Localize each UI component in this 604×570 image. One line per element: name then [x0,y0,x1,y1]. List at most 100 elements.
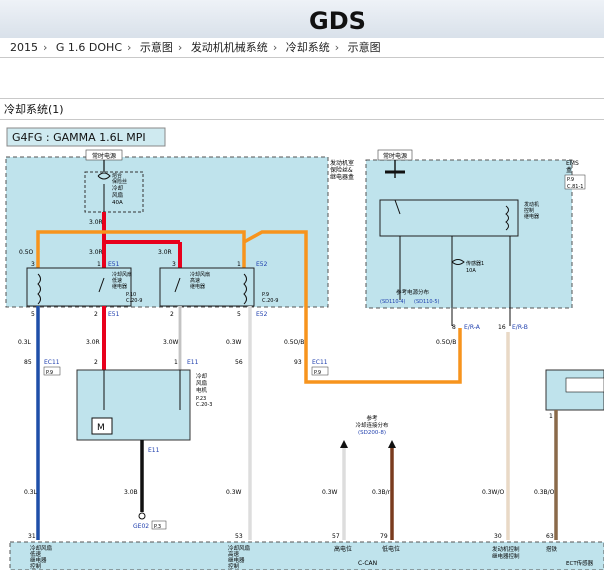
bottom-low-4: 控制 [30,562,42,570]
bottom-can: C-CAN [358,560,377,567]
ems-label-2: 盒 [566,166,572,174]
ems-relay-label-1: 发动机 [524,201,539,208]
motor-ref-1: P.23 [196,396,206,402]
motor-label-2: 风扇 [196,379,207,387]
wire-label-03br: 0.3B/r [372,489,391,496]
chevron-right-icon: › [127,41,132,54]
relay-high-label-1: 冷却风扇 [190,271,210,278]
breadcrumb-item-schematic-current[interactable]: 示意图 [347,41,381,54]
breadcrumb-item-schematic[interactable]: 示意图 [139,41,173,54]
relay-low-ref-1: P.10 [126,292,136,298]
box-label-2: 保险丝& [330,166,353,174]
wire-orange-top [36,230,246,268]
fuse-side-1: 熔合 [112,172,122,179]
bottom-high-1: 冷却风扇 [228,544,250,552]
motor-label-1: 冷却 [196,372,208,380]
ground-code: GE02 [133,523,149,530]
wire-label-30b: 3.0B [124,489,138,496]
relay-high-switch-icon [174,277,181,293]
gds-logo: GDS [309,7,366,34]
ems-relay-label-2: 控制 [524,207,534,214]
pin-high-1: 1 [237,261,241,268]
pin-56: 56 [235,359,243,366]
fan-motor-box[interactable] [76,369,191,441]
fuse-label-1: 冷却 [112,184,124,192]
motor-icon [91,417,113,435]
bottom-can-high: 高电位 [334,545,352,553]
pin-93: 93 [294,359,302,366]
relay-high-label-2: 高速 [190,277,200,284]
pin-motor-1: 1 [174,359,178,366]
ems-relay[interactable] [379,199,519,237]
wire-label-03w-b: 0.3W [226,489,242,496]
bottom-ecr-2: 继电器控制 [492,552,520,560]
fuse-box [84,171,144,213]
pin-31: 31 [28,533,36,540]
wiring-diagram[interactable]: G4FG : GAMMA 1.6L MPI 常时电源 发动机室 保险丝& 继电器… [0,120,604,570]
conn-e51-top: E51 [108,261,120,268]
bottom-low-2: 低速 [30,550,42,558]
ems-label-1: EMS [566,160,579,167]
wire-label-3r-a: 3.0R [89,219,103,226]
wire-label-03w-c: 0.3W [322,489,338,496]
conn-p9-left: P.9 [46,370,53,376]
section-title: 冷却系统(1) [0,98,604,120]
sensor-fuse-amp: 10A [466,268,476,274]
pin-63: 63 [546,533,554,540]
pin-high-2: 2 [170,311,174,318]
relay-high-ref-1: P.9 [262,292,269,298]
wire-label-03l-b: 0.3L [24,489,38,496]
breadcrumb-item-cooling[interactable]: 冷却系统 [285,41,330,54]
wire-orange-ems [243,230,462,384]
can-ref-2: 冷却连接分布 [355,421,389,429]
engine-title-box [6,127,166,147]
conn-e52-top: E52 [256,261,268,268]
fuse-side-2: 保险丝 [112,178,127,185]
fuse-label-3: 40A [112,200,123,206]
conn-ec11-right: EC11 [312,359,328,366]
conn-e52-bot: E52 [256,311,268,318]
ecm-strip [9,541,604,570]
wire-label-3r-d: 3.0R [86,339,100,346]
pin-low-1: 1 [97,261,101,268]
conn-e11-bot: E11 [148,447,160,454]
bottom-low-3: 继电器 [30,556,47,564]
pin-16: 16 [498,324,506,331]
breadcrumb-item-engine[interactable]: G 1.6 DOHC [55,41,122,54]
breadcrumb-item-engine-mech[interactable]: 发动机机械系统 [190,41,268,54]
chevron-right-icon: › [177,41,183,54]
relay-low-coil-icon [37,273,41,305]
breadcrumb-item-year[interactable]: 2015 [10,41,38,54]
relay-low-label-2: 低速 [112,277,122,284]
ect-sensor-icon [565,377,604,393]
can-low-arrow-icon [388,440,396,448]
pin-79: 79 [380,533,388,540]
pin-85: 85 [24,359,32,366]
ems-relay-coil-icon [505,205,509,231]
relay-low-speed[interactable] [26,267,132,307]
logo-text: GDS [309,7,366,34]
chevron-right-icon: › [43,41,48,54]
pin-53: 53 [235,533,243,540]
relay-high-speed[interactable] [159,267,255,307]
relay-high-ref-2: C.20-9 [262,298,278,304]
wire-label-03wo: 0.3W/O [482,489,504,496]
pin-low-2: 2 [94,311,98,318]
relay-low-ref-2: C.20-9 [126,298,142,304]
ems-power-text: 常时电源 [383,152,407,160]
engine-title: G4FG : GAMMA 1.6L MPI [12,131,146,144]
conn-p9-right: P.9 [314,370,321,376]
wire-label-05ob-a: 0.5O/B [284,339,304,346]
chevron-right-icon: › [272,41,278,54]
pin-57: 57 [332,533,340,540]
relay-high-label-3: 继电器 [190,283,205,290]
sensor-fuse-label: 传感器1 [466,260,484,267]
motor-ref-2: C.20-3 [196,402,212,408]
bottom-high-4: 控制 [228,562,240,570]
ems-ref-2: C.81-1 [567,184,583,190]
pin-8: 8 [452,324,456,331]
ref-power-code-1: (SD110-4) [380,299,406,305]
pin-30: 30 [494,533,502,540]
ref-power-code-2: (SD110-5) [414,299,440,305]
top-banner: GDS [0,0,604,39]
